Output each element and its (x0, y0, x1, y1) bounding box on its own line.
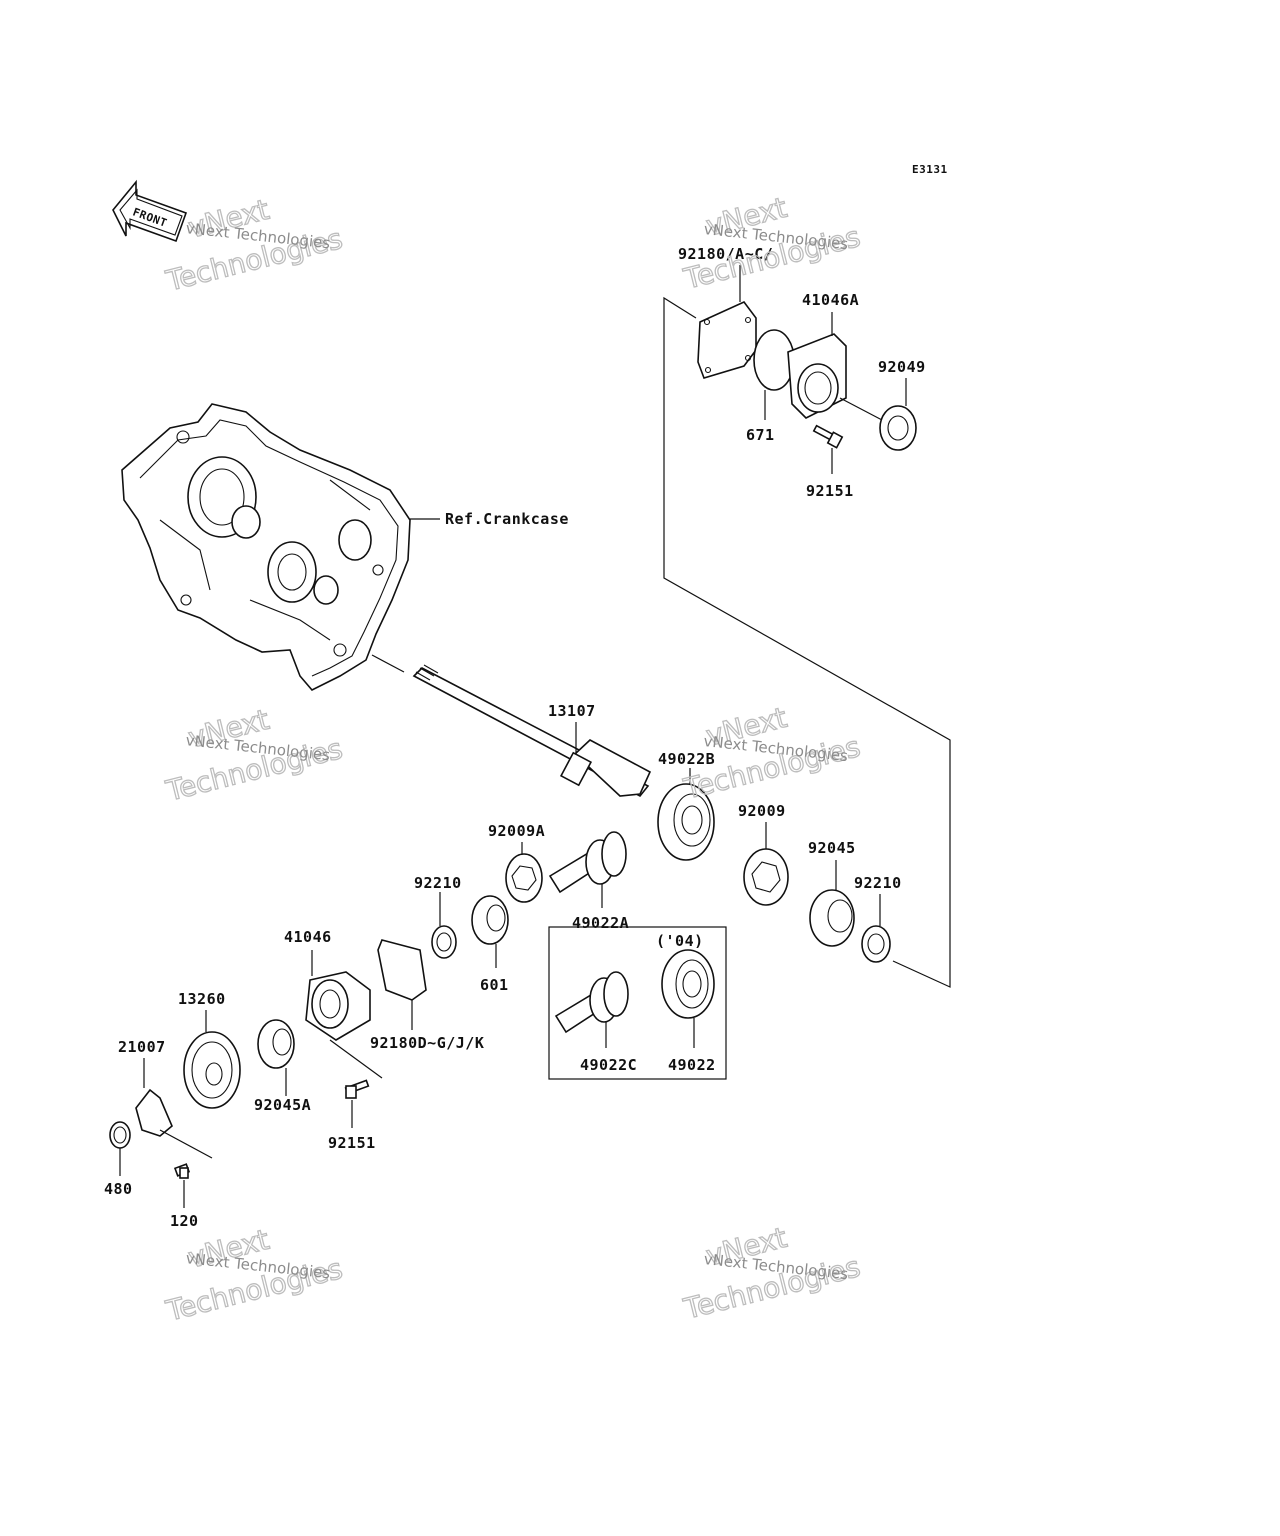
part-601: 601 (480, 976, 509, 994)
gasket-92180a (697, 301, 757, 379)
shaft-13107 (412, 664, 652, 798)
part-120: 120 (170, 1212, 199, 1230)
part-21007: 21007 (118, 1038, 166, 1056)
part-13107: 13107 (548, 702, 596, 720)
bearing-92045 (809, 889, 855, 947)
part-92049: 92049 (878, 358, 926, 376)
ref-crankcase-label: Ref.Crankcase (445, 510, 569, 528)
gear-49022b (657, 783, 715, 861)
part-92151-bottom: 92151 (328, 1134, 376, 1152)
part-92180d: 92180D~G/J/K (370, 1034, 484, 1052)
part-92045: 92045 (808, 839, 856, 857)
part-480: 480 (104, 1180, 133, 1198)
housing-41046 (305, 971, 371, 1041)
part-671: 671 (746, 426, 775, 444)
pinion-49022a (548, 831, 627, 894)
front-arrow-icon: FRONT (112, 179, 188, 243)
part-92151-top: 92151 (806, 482, 854, 500)
housing-41046a (787, 333, 847, 419)
part-13260: 13260 (178, 990, 226, 1008)
gasket-92180d (377, 939, 427, 1001)
part-92180a: 92180/A~C/ (678, 245, 773, 263)
part-41046: 41046 (284, 928, 332, 946)
crankcase (121, 403, 411, 691)
bearing-601 (471, 895, 509, 945)
part-92210-right: 92210 (854, 874, 902, 892)
gear-49022 (661, 949, 715, 1019)
bolt-92151-top (812, 424, 844, 449)
pinion-49022c (554, 971, 629, 1034)
part-41046a: 41046A (802, 291, 859, 309)
spacer-92009 (743, 848, 789, 906)
part-92009a: 92009A (488, 822, 545, 840)
assembly-bracket-right (663, 296, 951, 988)
part-49022c: 49022C (580, 1056, 637, 1074)
ring-92210-right (861, 925, 891, 963)
plate-21007 (135, 1088, 173, 1137)
part-49022: 49022 (668, 1056, 716, 1074)
part-92210-left: 92210 (414, 874, 462, 892)
spacer-92009a (505, 853, 543, 903)
ring-92210-left (431, 925, 457, 959)
gear-13260 (183, 1031, 241, 1109)
bolt-120 (173, 1163, 191, 1179)
ring-480 (109, 1121, 131, 1149)
seal-92049 (879, 405, 917, 451)
part-49022a: 49022A (572, 914, 629, 932)
bolt-92151-bottom (344, 1079, 370, 1099)
bearing-92045a (257, 1019, 295, 1069)
part-49022b: 49022B (658, 750, 715, 768)
diagram-code: E3131 (912, 163, 948, 176)
variant-box (548, 926, 727, 1080)
part-92045a: 92045A (254, 1096, 311, 1114)
variant-note: ('04) (656, 932, 704, 950)
part-92009: 92009 (738, 802, 786, 820)
